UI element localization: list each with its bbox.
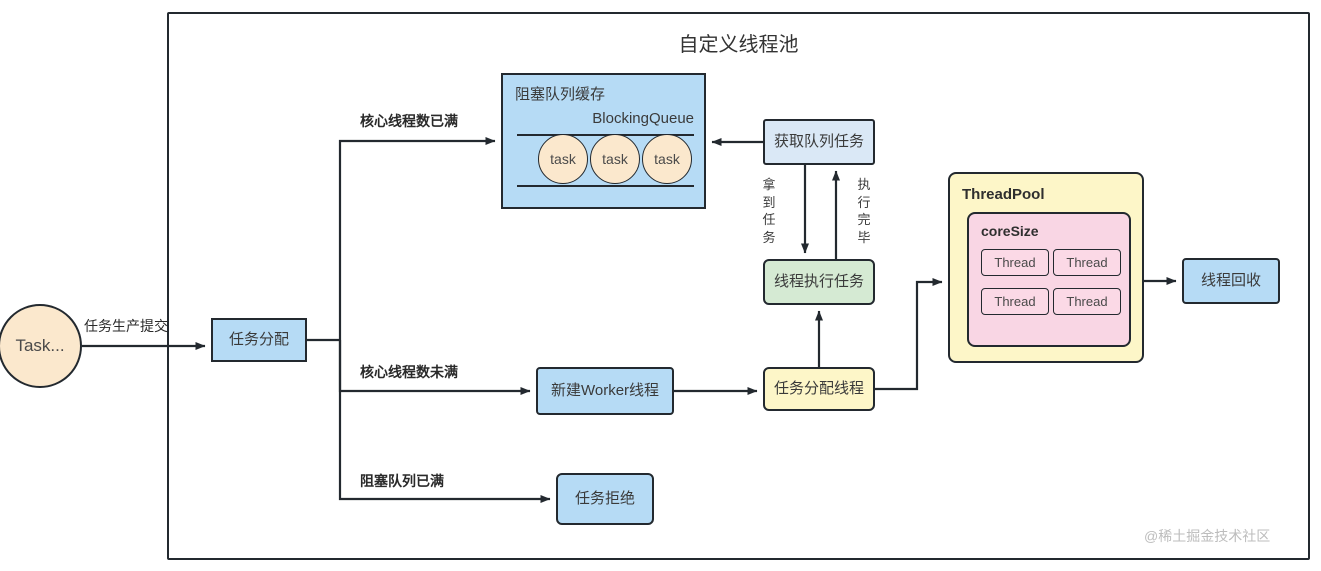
queue-task-item[interactable]: task: [590, 134, 640, 184]
node-new-worker-thread-label: 新建Worker线程: [550, 381, 660, 399]
node-thread-execute-task[interactable]: 线程执行任务: [763, 259, 875, 305]
thread-pool-container: ThreadPool coreSize Thread Thread Thread…: [948, 172, 1144, 363]
thread-item[interactable]: Thread: [981, 249, 1049, 276]
blocking-queue-title: 阻塞队列缓存: [515, 86, 606, 103]
node-task-reject[interactable]: 任务拒绝: [556, 473, 654, 525]
thread-item[interactable]: Thread: [1053, 249, 1121, 276]
vertical-label-got-task: 拿到任务: [762, 177, 776, 245]
blocking-queue-container: 阻塞队列缓存 BlockingQueue task task task: [501, 73, 706, 209]
thread-pool-label: ThreadPool: [962, 186, 1045, 203]
edge-label-task-submit: 任务生产提交: [84, 318, 168, 334]
queue-task-item[interactable]: task: [642, 134, 692, 184]
node-get-queue-task-label: 获取队列任务: [773, 132, 864, 150]
node-task-dispatch-thread[interactable]: 任务分配线程: [763, 367, 875, 411]
queue-task-label: task: [550, 151, 576, 167]
node-thread-recycle-label: 线程回收: [1200, 271, 1261, 289]
node-get-queue-task[interactable]: 获取队列任务: [763, 119, 875, 165]
watermark: @稀土掘金技术社区: [1144, 528, 1271, 544]
queue-task-label: task: [602, 151, 628, 167]
thread-item-label: Thread: [1066, 255, 1108, 270]
thread-item[interactable]: Thread: [981, 288, 1049, 315]
thread-item[interactable]: Thread: [1053, 288, 1121, 315]
node-thread-execute-task-label: 线程执行任务: [773, 272, 864, 290]
thread-item-label: Thread: [994, 255, 1036, 270]
thread-item-label: Thread: [1066, 294, 1108, 309]
node-task-dispatch-label: 任务分配: [228, 330, 289, 348]
node-new-worker-thread[interactable]: 新建Worker线程: [536, 367, 674, 415]
task-source-label: Task...: [15, 336, 65, 355]
vertical-label-finished: 执行完毕: [857, 177, 871, 245]
task-source-node[interactable]: Task...: [0, 304, 82, 388]
branch-label-core-full: 核心线程数已满: [360, 113, 458, 129]
branch-label-core-not-full: 核心线程数未满: [360, 364, 458, 380]
page-title: 自定义线程池: [678, 34, 799, 56]
node-task-reject-label: 任务拒绝: [574, 489, 635, 507]
branch-label-queue-full: 阻塞队列已满: [360, 473, 444, 489]
queue-task-label: task: [654, 151, 680, 167]
queue-task-item[interactable]: task: [538, 134, 588, 184]
queue-rail-bottom: [517, 185, 694, 187]
thread-item-label: Thread: [994, 294, 1036, 309]
core-size-label: coreSize: [981, 223, 1039, 239]
node-task-dispatch-thread-label: 任务分配线程: [773, 379, 864, 397]
core-size-container: coreSize Thread Thread Thread Thread: [967, 212, 1131, 347]
blocking-queue-subtitle: BlockingQueue: [592, 110, 694, 127]
node-thread-recycle[interactable]: 线程回收: [1182, 258, 1280, 304]
node-task-dispatch[interactable]: 任务分配: [211, 318, 307, 362]
